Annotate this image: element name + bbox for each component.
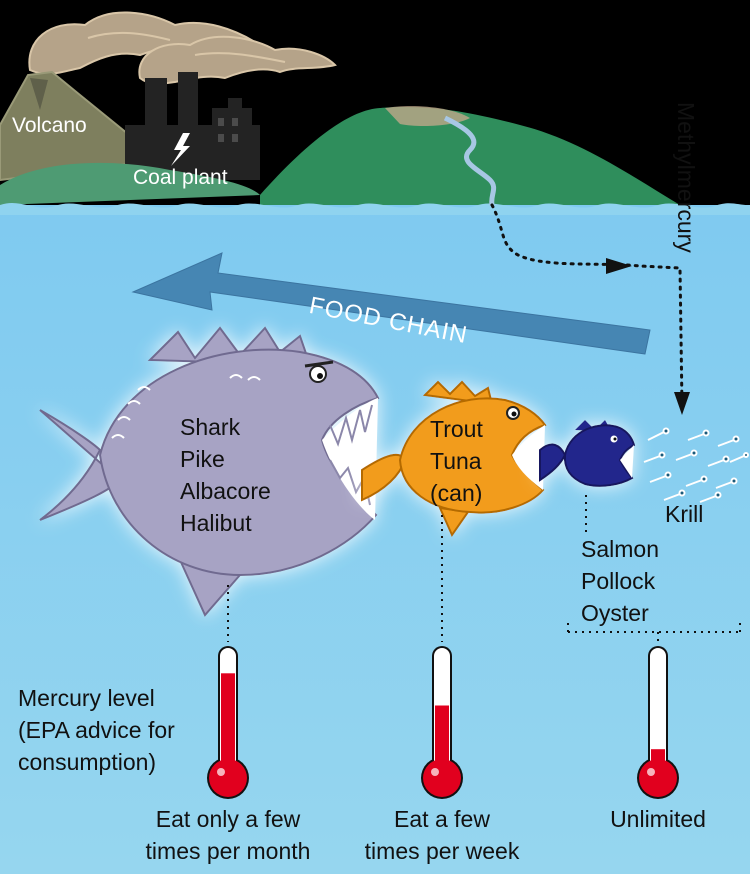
water (0, 205, 750, 874)
species-name: Halibut (180, 510, 252, 536)
small-fish-species-label: Salmon Pollock Oyster (581, 533, 659, 629)
species-name: Albacore (180, 478, 271, 504)
legend-line: (EPA advice for (18, 717, 175, 743)
species-name: Trout (430, 416, 483, 442)
mercury-level-fill (221, 673, 235, 771)
advice-medium-fish: Eat a few times per week (342, 803, 542, 867)
advice-line: Unlimited (610, 806, 706, 832)
species-name: Tuna (430, 448, 482, 474)
thermometer-icon (207, 646, 249, 799)
advice-large-fish: Eat only a few times per month (118, 803, 338, 867)
krill-swarm (643, 427, 749, 503)
coal-plant-label: Coal plant (133, 166, 228, 189)
krill-label: Krill (665, 501, 704, 527)
legend-line: consumption) (18, 749, 157, 775)
species-name: Salmon (581, 536, 659, 562)
small-fish (539, 420, 636, 487)
advice-line: times per month (145, 838, 311, 864)
species-name: (can) (430, 480, 483, 506)
species-name: Shark (180, 414, 241, 440)
advice-line: times per week (364, 838, 520, 864)
green-hill-right (260, 106, 680, 205)
lightning-icon (171, 133, 190, 166)
coal-plant (125, 72, 260, 180)
thermometers (207, 646, 679, 799)
medium-fish (361, 380, 547, 538)
advice-line: Eat only a few (155, 806, 301, 832)
food-chain-arrow (131, 252, 651, 355)
legend-line: Mercury level (18, 685, 155, 711)
advice-small-fish: Unlimited (578, 803, 738, 835)
arrow-head-icon (606, 258, 632, 274)
mercury-level-fill (435, 705, 449, 771)
large-fish (39, 326, 380, 617)
species-name: Oyster (581, 600, 649, 626)
volcano-label: Volcano (12, 114, 87, 137)
river (443, 115, 497, 206)
methylmercury-path (490, 203, 684, 407)
mercury-level-legend: Mercury level (EPA advice for consumptio… (18, 682, 175, 778)
medium-fish-species-label: Trout Tuna (can) (430, 413, 483, 509)
water-surface-waves (0, 202, 750, 215)
arrow-head-icon (674, 392, 690, 415)
large-fish-species-label: Shark Pike Albacore Halibut (180, 411, 271, 539)
thermometer-icon (637, 646, 679, 799)
fish-connector-lines (227, 495, 741, 645)
species-name: Pike (180, 446, 225, 472)
thermometer-icon (421, 646, 463, 799)
advice-line: Eat a few (394, 806, 490, 832)
green-hill-left (0, 162, 260, 205)
methylmercury-label: Methylmercury (673, 102, 699, 253)
species-name: Pollock (581, 568, 656, 594)
